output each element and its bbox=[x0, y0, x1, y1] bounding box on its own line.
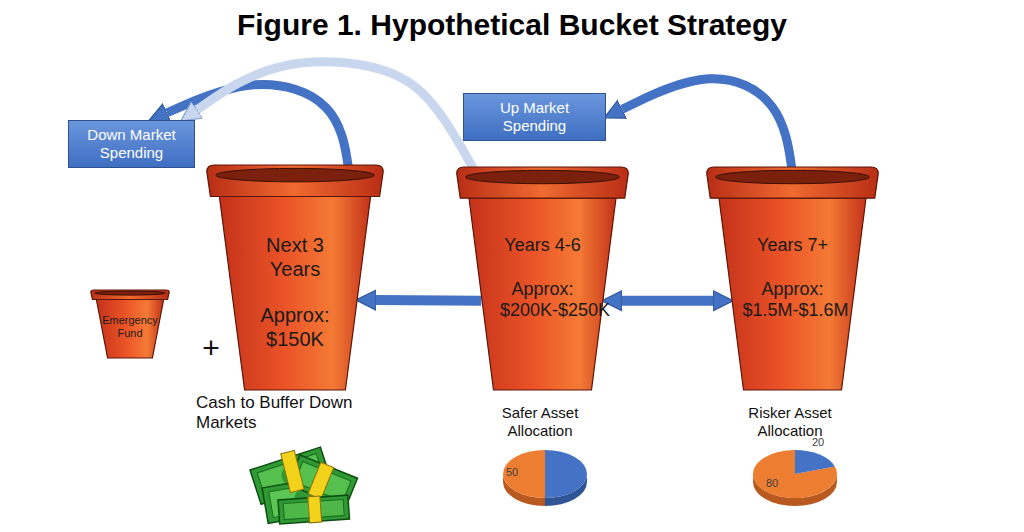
bucket-label: Years 7+ bbox=[743, 235, 843, 257]
arrow-connector bbox=[622, 79, 792, 174]
arrow-connector bbox=[197, 62, 476, 174]
money-stack bbox=[250, 447, 358, 525]
bucket-label: Years 4-6 bbox=[500, 235, 585, 257]
pie-value: 80 bbox=[764, 477, 780, 490]
pie-caption: Safer Asset Allocation bbox=[485, 404, 595, 440]
plus-sign: + bbox=[198, 330, 224, 366]
pie-value: 20 bbox=[810, 436, 826, 449]
bucket-label: Approx: $1.5M-$1.6M bbox=[743, 279, 843, 322]
bucket-label: Approx: $200K-$250K bbox=[500, 279, 585, 322]
bucket-shape bbox=[705, 167, 880, 390]
callout-text: Down Market Spending bbox=[76, 126, 188, 162]
pie-chart bbox=[753, 450, 837, 506]
illustration-caption: Cash to Buffer Down Markets bbox=[196, 393, 396, 434]
spending-callout: Down Market Spending bbox=[68, 120, 195, 168]
callout-text: Up Market Spending bbox=[480, 99, 590, 135]
bucket: Years 7+ Approx: $1.5M-$1.6M bbox=[705, 167, 880, 390]
emergency-bucket: Emergency Fund bbox=[90, 290, 170, 358]
pie-caption: Risker Asset Allocation bbox=[735, 404, 845, 440]
bucket-label: Approx: $150K bbox=[243, 303, 347, 351]
bucket: Next 3 YearsApprox: $150K bbox=[205, 165, 385, 390]
bucket: Years 4-6Approx: $200K-$250K bbox=[455, 167, 630, 390]
spending-callout: Up Market Spending bbox=[463, 93, 606, 141]
bucket-label: Next 3 Years bbox=[243, 233, 347, 281]
pie-value: 50 bbox=[504, 466, 520, 479]
figure-title: Figure 1. Hypothetical Bucket Strategy bbox=[0, 8, 1024, 42]
arrow-connector bbox=[622, 296, 714, 306]
bucket-shape bbox=[455, 167, 630, 390]
pie-chart bbox=[503, 450, 587, 506]
arrow-connector bbox=[376, 295, 481, 306]
bucket-label: Emergency Fund bbox=[100, 314, 160, 340]
